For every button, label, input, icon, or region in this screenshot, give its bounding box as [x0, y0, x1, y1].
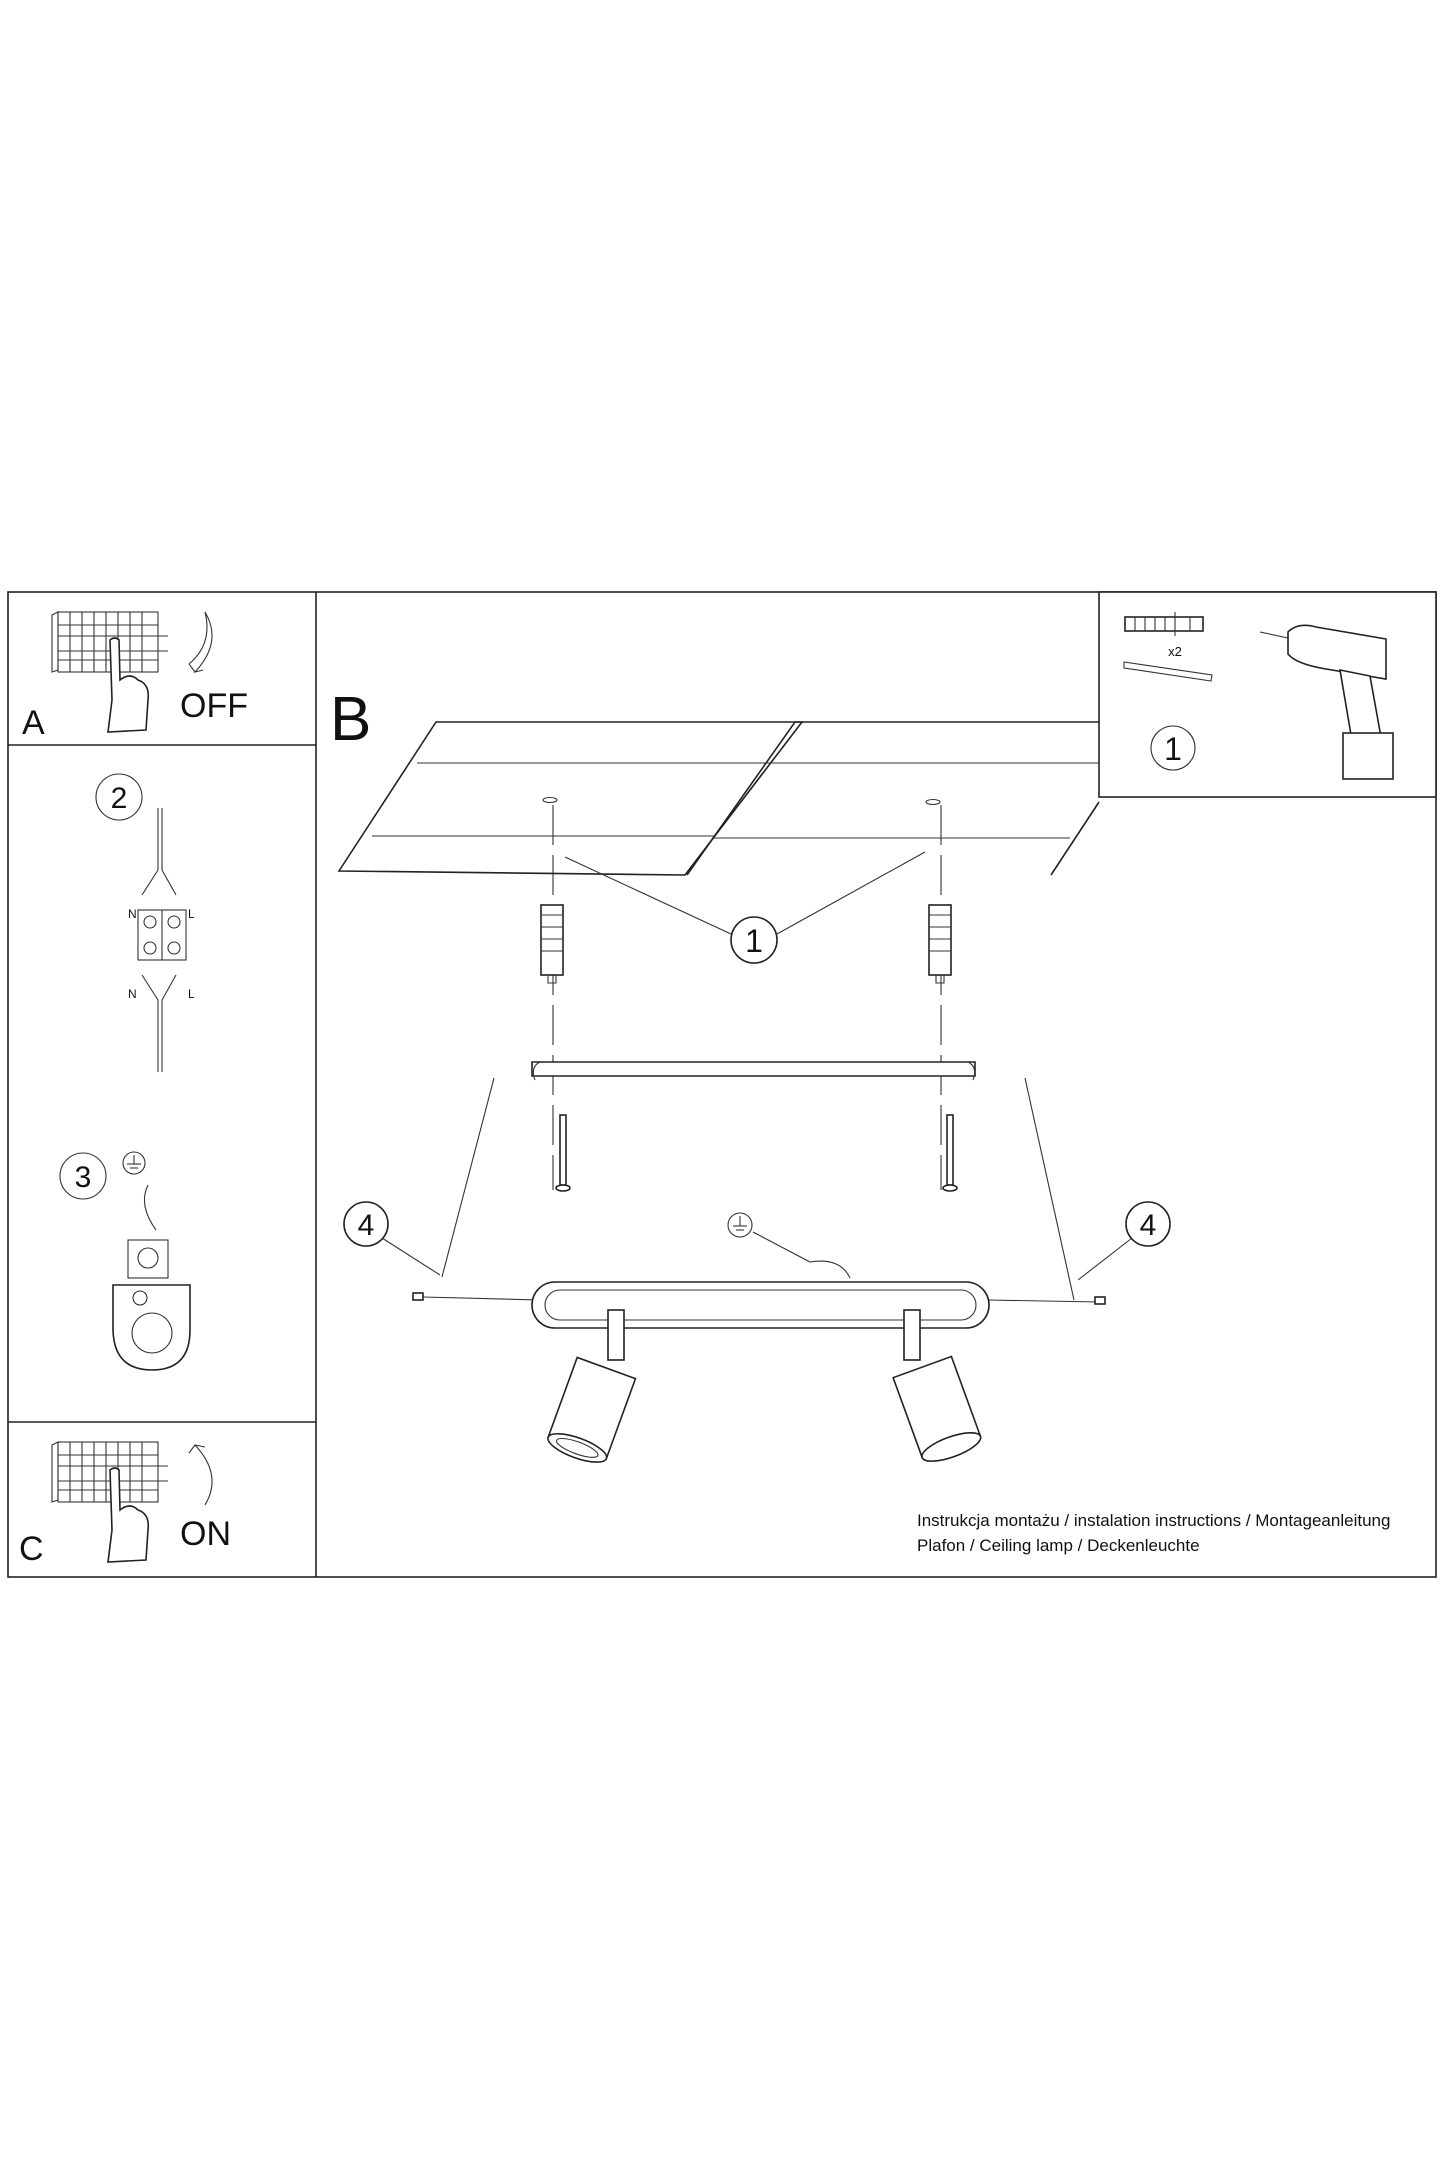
neutral-label-top: N: [128, 907, 137, 921]
side-screw-icon: [1094, 1296, 1106, 1305]
panel-c-label: C: [19, 1530, 44, 1568]
ground-bracket-icon: [112, 1284, 191, 1371]
live-label-bottom: L: [188, 987, 195, 1001]
circuit-breaker-icon: [51, 611, 168, 673]
caption-line-2: Plafon / Ceiling lamp / Deckenleuchte: [917, 1536, 1200, 1555]
step-4-number-left: 4: [358, 1209, 375, 1242]
arrow-up-icon: [188, 1444, 213, 1506]
step-3-number: 3: [75, 1161, 92, 1194]
step-1-number: 1: [745, 923, 763, 959]
screw-icon: [942, 1114, 958, 1192]
quantity-label: x2: [1168, 644, 1182, 659]
ground-symbol-icon: [122, 1151, 146, 1175]
on-label: ON: [180, 1515, 231, 1553]
step-1-number-tools: 1: [1164, 731, 1182, 767]
outer-frame: [7, 591, 1437, 1578]
ground-symbol-icon: [727, 1212, 753, 1238]
step-2-number: 2: [111, 782, 128, 815]
lamp-base: [531, 1281, 990, 1329]
ground-terminal-icon: [127, 1239, 169, 1279]
mounting-bracket: [531, 1061, 976, 1081]
step-4-marker-right: [1125, 1201, 1171, 1247]
step-1-marker: [730, 916, 778, 964]
tools-panel: x2 1: [1098, 591, 1437, 798]
panel-a-label: A: [22, 704, 45, 742]
step-4-number-right: 4: [1140, 1209, 1157, 1242]
ceiling-panels: [337, 721, 1100, 876]
step-3-marker: [59, 1152, 107, 1200]
wall-anchor-icon: [540, 904, 564, 984]
spotlight-left: [547, 1309, 637, 1463]
wall-plug-icon: [1124, 612, 1204, 636]
hand-icon: [107, 1467, 150, 1563]
panel-c: C ON: [19, 1441, 231, 1568]
arrow-down-icon: [188, 611, 213, 673]
side-screw-icon: [412, 1292, 424, 1301]
step-4-marker-left: [343, 1201, 389, 1247]
panel-b-label: B: [330, 685, 371, 754]
neutral-label-bottom: N: [128, 987, 137, 1001]
spotlight-right: [892, 1309, 982, 1462]
off-label: OFF: [180, 687, 248, 725]
step-3: 3: [59, 1151, 191, 1371]
screw-icon: [555, 1114, 571, 1192]
drill-icon: [1259, 624, 1394, 780]
wall-anchor-icon: [928, 904, 952, 984]
circuit-breaker-icon: [51, 1441, 168, 1503]
panel-a: A OFF: [22, 611, 248, 742]
hand-icon: [107, 637, 150, 733]
step-1-marker-tools: [1150, 725, 1196, 771]
step-2-marker: [95, 773, 143, 821]
live-label-top: L: [188, 907, 195, 921]
step-2: 2 N L N L: [95, 773, 195, 1072]
screw-icon: [1123, 661, 1213, 682]
caption-line-1: Instrukcja montażu / instalation instruc…: [917, 1511, 1390, 1530]
